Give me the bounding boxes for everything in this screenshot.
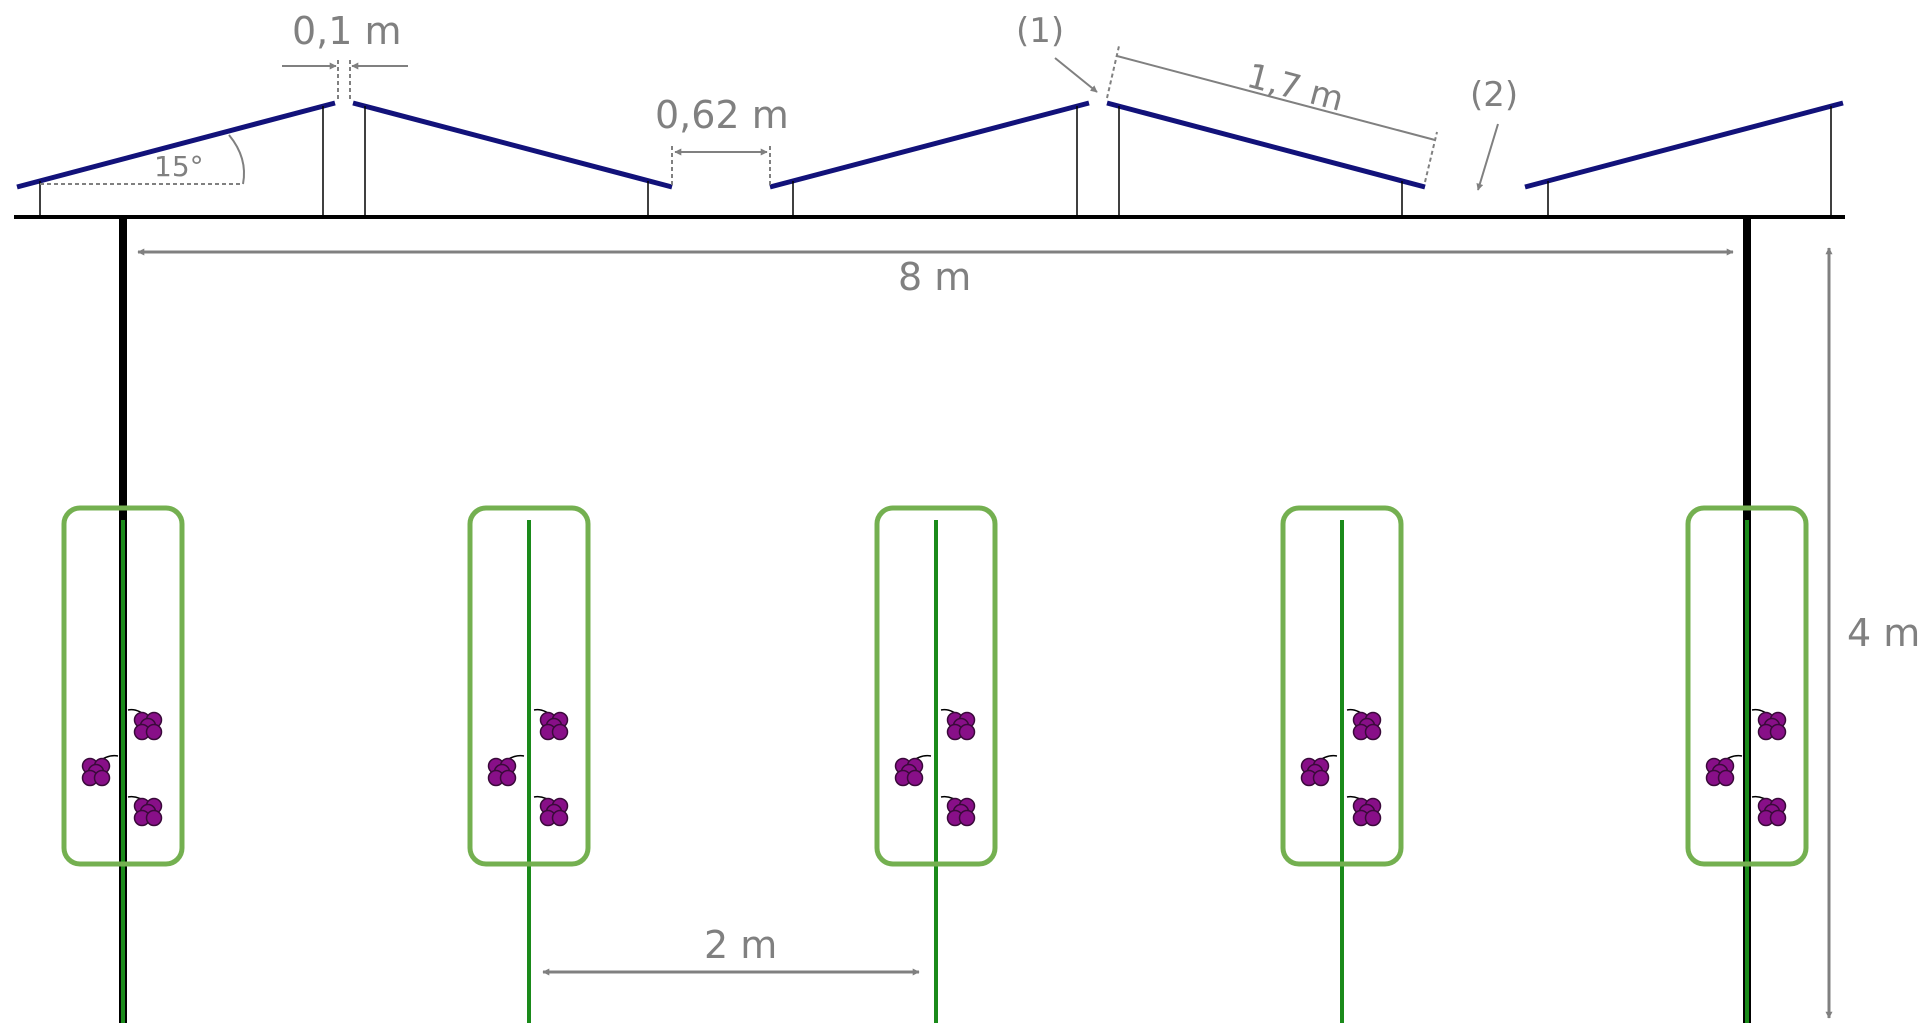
canopy-box — [874, 505, 998, 867]
vine-row — [61, 505, 185, 1023]
grape — [145, 809, 163, 827]
solar-panel — [16, 100, 336, 190]
solar-panel — [1106, 100, 1426, 190]
row-spacing-2m-label: 2 m — [704, 923, 777, 967]
grape — [551, 723, 569, 741]
frame — [14, 215, 1845, 1023]
solar-panel — [352, 100, 673, 190]
solar-panels — [16, 100, 1844, 190]
grape-cluster — [127, 795, 163, 827]
canopy-box — [61, 505, 185, 867]
grape-cluster — [127, 708, 163, 741]
tilt-angle-label: 15° — [154, 150, 204, 183]
gap-0-1m-label: 0,1 m — [292, 9, 402, 53]
marker-1-label: (1) — [1016, 11, 1064, 51]
span-8m-annotation: 8 m — [137, 248, 1734, 299]
height-4m-label: 4 m — [1847, 611, 1920, 655]
height-4m-annotation: 4 m — [1825, 247, 1920, 1019]
span-8m-label: 8 m — [898, 255, 971, 299]
canopy-box — [1280, 505, 1404, 867]
gap-0-1m-annotation: 0,1 m — [282, 9, 408, 100]
panel-supports — [39, 106, 1832, 217]
grape-cluster — [1300, 754, 1338, 787]
marker-2-label: (2) — [1470, 75, 1518, 115]
grape — [906, 769, 924, 787]
grape-cluster — [1346, 795, 1382, 827]
grape-cluster — [533, 795, 569, 827]
row-spacing-2m-annotation: 2 m — [542, 923, 920, 976]
grape-cluster — [81, 754, 119, 787]
vine-row — [874, 505, 998, 1023]
grape-cluster — [487, 754, 525, 787]
grape-cluster — [940, 795, 976, 827]
grape — [1364, 809, 1382, 827]
grape — [145, 723, 163, 741]
panel-length-label: 1,7 m — [1243, 56, 1348, 120]
solar-panel — [769, 100, 1090, 190]
grape — [499, 769, 517, 787]
solar-panel — [1524, 100, 1844, 190]
grape-cluster — [533, 708, 569, 741]
grape — [1364, 723, 1382, 741]
grape — [958, 809, 976, 827]
vine-row — [467, 505, 591, 1023]
grape — [1769, 723, 1787, 741]
vine-rows — [61, 505, 1809, 1023]
grape — [551, 809, 569, 827]
marker-1: (1) — [1016, 11, 1098, 93]
gap-0-62m-label: 0,62 m — [655, 93, 789, 137]
grape-cluster — [1346, 708, 1382, 741]
vine-row — [1280, 505, 1404, 1023]
grape-cluster — [1705, 754, 1743, 787]
grape-cluster — [894, 754, 932, 787]
grape — [1312, 769, 1330, 787]
tilt-angle-annotation: 15° — [40, 134, 245, 185]
vine-row — [1685, 505, 1809, 1023]
grape-cluster — [940, 708, 976, 741]
grape-cluster — [1751, 795, 1787, 827]
grape — [1769, 809, 1787, 827]
grape — [1717, 769, 1735, 787]
canopy-box — [467, 505, 591, 867]
grape — [93, 769, 111, 787]
canopy-box — [1685, 505, 1809, 867]
marker-2: (2) — [1470, 75, 1518, 191]
grape — [958, 723, 976, 741]
grape-cluster — [1751, 708, 1787, 741]
gap-0-62m-annotation: 0,62 m — [655, 93, 789, 187]
